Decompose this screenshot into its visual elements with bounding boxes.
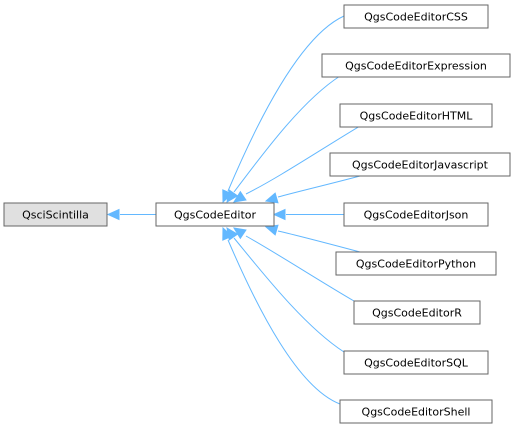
node-qscintilla[interactable]: QsciScintilla [3,202,108,227]
node-qgscodeeditorjson-box [343,202,489,227]
edge-arrowhead [232,190,247,203]
edge-line [233,237,345,353]
node-qgscodeeditorjson-label: QgsCodeEditorJson [364,209,469,222]
node-qgscodeeditorjavascript-box [329,152,511,177]
node-qgscodeeditorshell-label: QgsCodeEditorShell [362,406,471,419]
node-qgscodeeditorpython-box [335,251,497,276]
node-qgscodeeditorcss-label: QgsCodeEditorCSS [364,11,468,24]
node-qgscodeeditorr-label: QgsCodeEditorR [372,307,462,320]
node-qgscodeeditorjavascript-label: QgsCodeEditorJavascript [352,159,489,172]
node-qgscodeeditorr-box [353,300,481,325]
node-qgscodeeditorhtml-box [339,103,493,128]
node-qgscodeeditorcss[interactable]: QgsCodeEditorCSS [343,4,489,29]
node-qgscodeeditorexpression[interactable]: QgsCodeEditorExpression [321,53,511,78]
edge-arrowhead [272,208,286,221]
edge-line [233,75,341,193]
edge-arrowhead [264,224,279,236]
node-qgscodeeditorhtml-label: QgsCodeEditorHTML [360,110,474,123]
edge-python-to-editor [264,224,361,253]
node-qgscodeeditorpython-label: QgsCodeEditorPython [356,258,476,271]
node-qgscodeeditorhtml[interactable]: QgsCodeEditorHTML [339,103,493,128]
edge-arrowhead [232,227,247,240]
node-qgscodeeditorexpression-label: QgsCodeEditorExpression [345,60,487,73]
edge-line [245,235,355,302]
edge-json-to-editor [272,208,344,221]
edge-editor-to-qsci [106,208,156,221]
node-qgscodeeditorshell-box [339,399,493,424]
node-qgscodeeditorpython[interactable]: QgsCodeEditorPython [335,251,497,276]
node-qgscodeeditorexpression-box [321,53,511,78]
class-nodes: QsciScintilla QgsCodeEditor QgsCodeEdito… [3,4,511,424]
edge-html-to-editor [232,125,361,203]
edge-line [277,175,361,198]
node-qscintilla-label: QsciScintilla [22,209,89,222]
edge-arrowhead [106,208,120,221]
node-qgscodeeditor-box [155,202,275,227]
edge-shell-to-editor [222,226,341,405]
edge-line [227,15,345,192]
node-qgscodeeditorcss-box [343,4,489,29]
node-qgscodeeditorjavascript[interactable]: QgsCodeEditorJavascript [329,152,511,177]
node-qgscodeeditorsql-box [343,350,489,375]
node-qgscodeeditorjson[interactable]: QgsCodeEditorJson [343,202,489,227]
edge-javascript-to-editor [264,175,361,204]
edge-line [245,125,361,195]
edge-arrowhead [226,189,239,203]
edge-css-to-editor [222,15,345,204]
node-qgscodeeditorshell[interactable]: QgsCodeEditorShell [339,399,493,424]
node-qgscodeeditorsql[interactable]: QgsCodeEditorSQL [343,350,489,375]
node-qgscodeeditor[interactable]: QgsCodeEditor [155,202,275,227]
node-qscintilla-box [3,202,108,227]
edge-line [227,239,341,405]
edge-r-to-editor [232,227,355,302]
edge-line [277,230,361,253]
edge-sql-to-editor [226,227,345,353]
inheritance-edges [106,15,361,405]
edge-arrowhead [264,192,279,204]
node-qgscodeeditorr[interactable]: QgsCodeEditorR [353,300,481,325]
edge-expression-to-editor [226,75,341,203]
node-qgscodeeditor-label: QgsCodeEditor [174,209,257,222]
edge-arrowhead [222,226,233,241]
node-qgscodeeditorsql-label: QgsCodeEditorSQL [364,357,469,370]
